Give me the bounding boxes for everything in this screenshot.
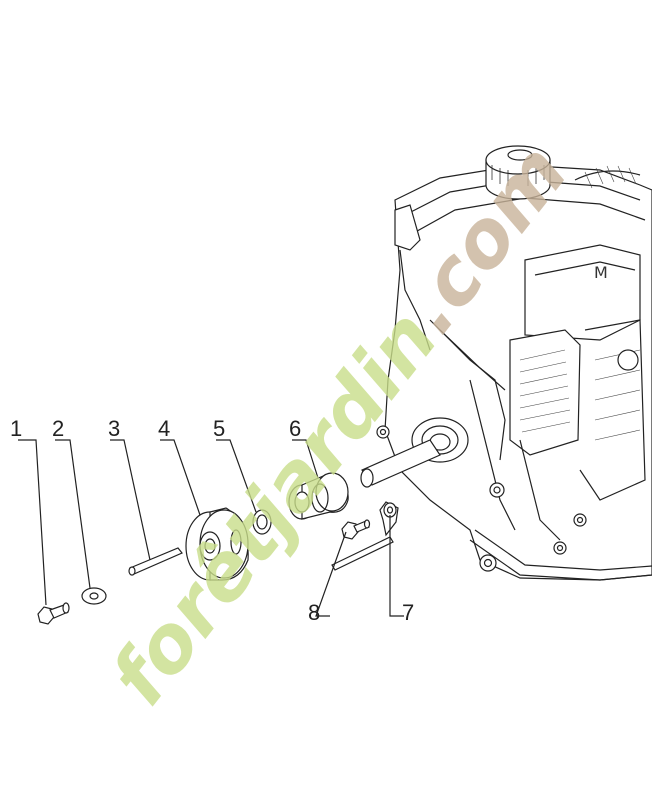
callout-1: 1 [10, 416, 22, 441]
part-3-key [128, 547, 183, 576]
svg-text:M: M [594, 263, 608, 282]
part-6-hub [288, 472, 349, 520]
exhaust-grille-part [509, 329, 581, 456]
part-2-washer [81, 587, 107, 605]
part-8-bolt [341, 519, 371, 540]
part-4-pulley [185, 507, 249, 581]
part-1-bolt [37, 602, 70, 625]
callout-8: 8 [308, 600, 320, 625]
leader-lines [18, 439, 404, 617]
callout-3: 3 [108, 416, 120, 441]
callout-6: 6 [289, 416, 301, 441]
engine-illustration: M [360, 145, 652, 581]
callout-4: 4 [158, 416, 170, 441]
callout-5: 5 [213, 416, 225, 441]
part-7-bracket [331, 501, 399, 571]
part-5-spacer [252, 509, 272, 535]
crankshaft-boss-part [360, 417, 469, 488]
callout-2: 2 [52, 416, 64, 441]
fuel-cap-part [485, 145, 551, 200]
callout-labels: 1 2 3 4 5 6 7 8 [10, 416, 414, 625]
callout-7: 7 [402, 600, 414, 625]
